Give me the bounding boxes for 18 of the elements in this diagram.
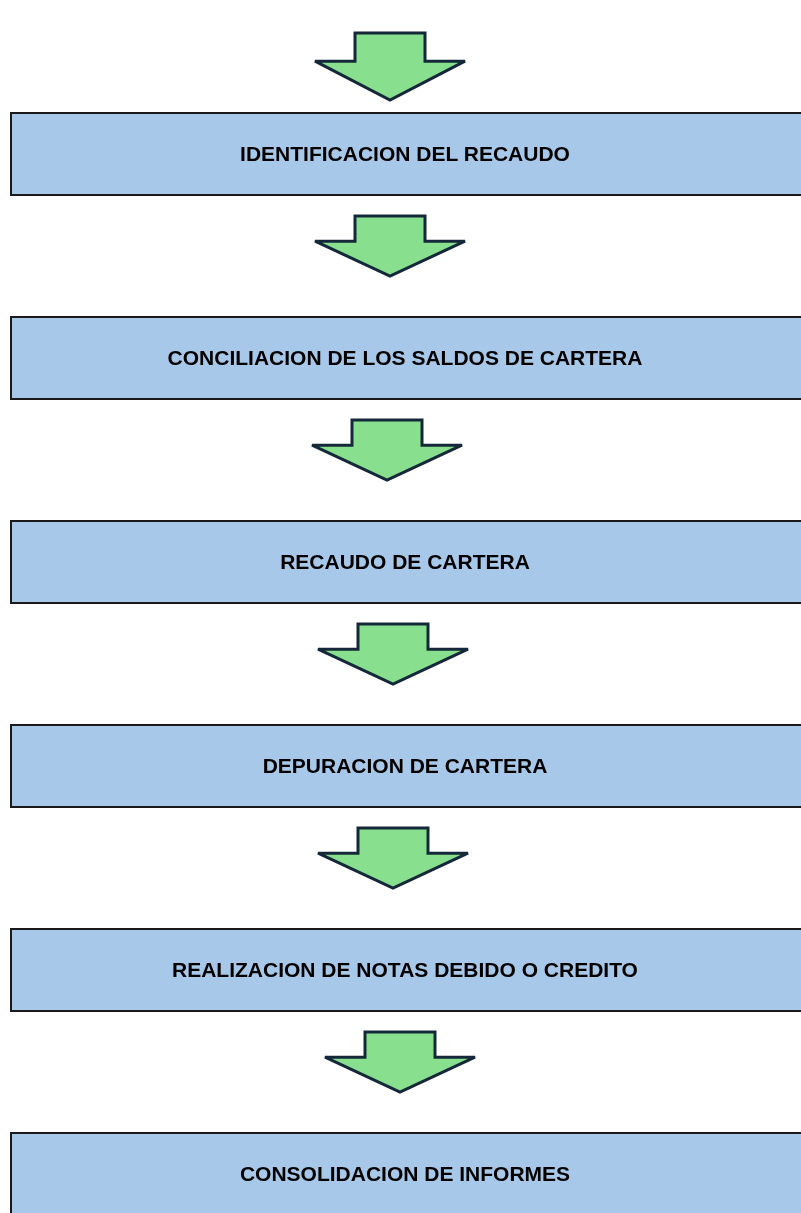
process-box: [10, 316, 801, 400]
process-box: [10, 112, 801, 196]
block-arrow: [316, 622, 470, 686]
step-label: RECAUDO DE CARTERA: [280, 549, 531, 576]
block-arrow: [316, 826, 470, 890]
step-label: CONCILIACION DE LOS SALDOS DE CARTERA: [167, 345, 644, 372]
step-label: IDENTIFICACION DEL RECAUDO: [240, 141, 571, 168]
block-arrow: [313, 31, 467, 102]
process-box: [10, 1132, 801, 1213]
step-label: DEPURACION DE CARTERA: [262, 753, 549, 780]
process-box: [10, 520, 801, 604]
step-label: REALIZACION DE NOTAS DEBIDO O CREDITO: [172, 957, 639, 984]
process-box: [10, 724, 801, 808]
block-arrow: [323, 1030, 477, 1094]
block-arrow: [310, 418, 464, 482]
block-arrow: [313, 214, 467, 278]
process-box: [10, 928, 801, 1012]
step-label: CONSOLIDACION DE INFORMES: [239, 1160, 572, 1187]
